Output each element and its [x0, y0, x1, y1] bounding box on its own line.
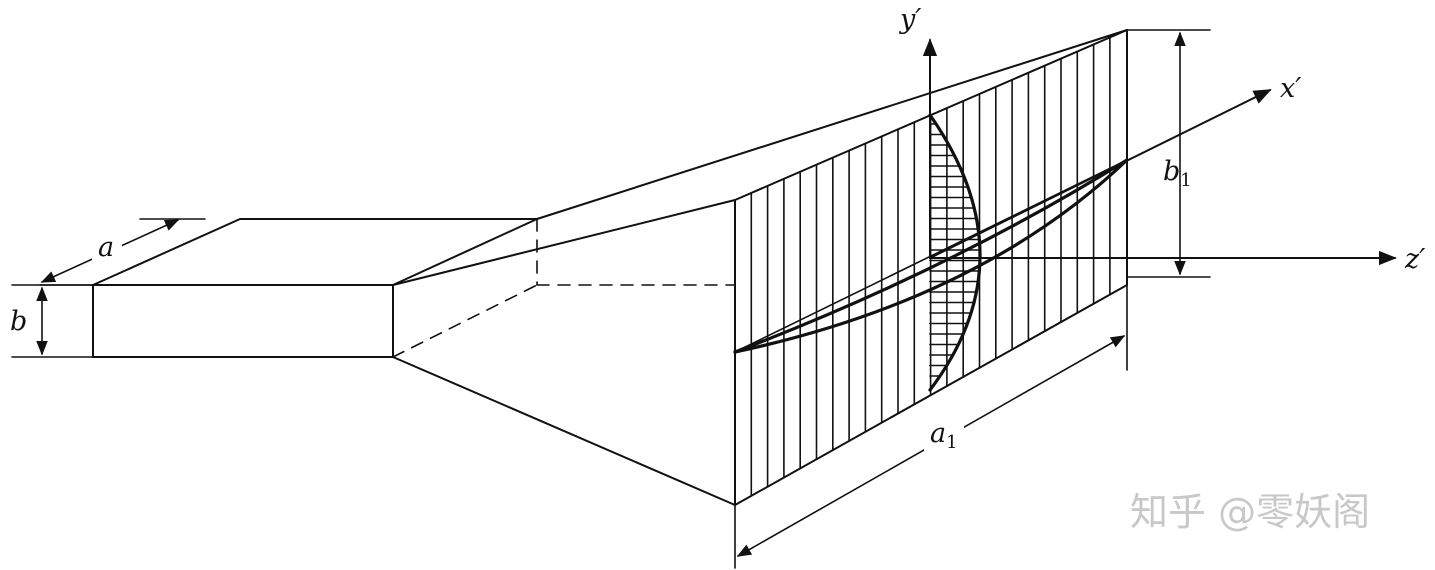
watermark: 知乎 @零妖阁 — [1130, 490, 1370, 534]
label-a1-backdrop — [924, 418, 964, 454]
horn-edge-front-bottom — [392, 356, 736, 506]
horn-edge-back-top — [536, 29, 1128, 220]
label-y-axis: y′ — [899, 4, 921, 35]
horn-edge-front-top — [392, 199, 736, 286]
dimensions — [11, 29, 1211, 569]
waveguide — [92, 218, 538, 358]
label-b1-base: b — [1163, 156, 1180, 187]
label-a1: a1 — [930, 418, 958, 453]
y-distribution-hatching — [929, 123, 981, 377]
waveguide-front-face — [92, 284, 394, 358]
labels: a b b1 a1 y′ x′ z′ — [10, 4, 1425, 454]
label-a1-subscript: 1 — [946, 432, 957, 453]
label-a-backdrop — [92, 230, 122, 262]
x-distribution-upper-curve — [733, 158, 1129, 354]
horn-flare — [392, 29, 1128, 506]
label-b1: b1 — [1163, 156, 1192, 191]
x-axis-arrow — [929, 89, 1272, 259]
label-x-axis: x′ — [1280, 73, 1301, 104]
hidden-edge-diagonal — [392, 284, 538, 358]
label-a: a — [98, 232, 114, 263]
label-b: b — [10, 306, 27, 337]
label-z-axis: z′ — [1404, 244, 1425, 275]
axes — [922, 38, 1397, 266]
label-b1-subscript: 1 — [1180, 170, 1191, 191]
label-a1-base: a — [930, 418, 946, 449]
